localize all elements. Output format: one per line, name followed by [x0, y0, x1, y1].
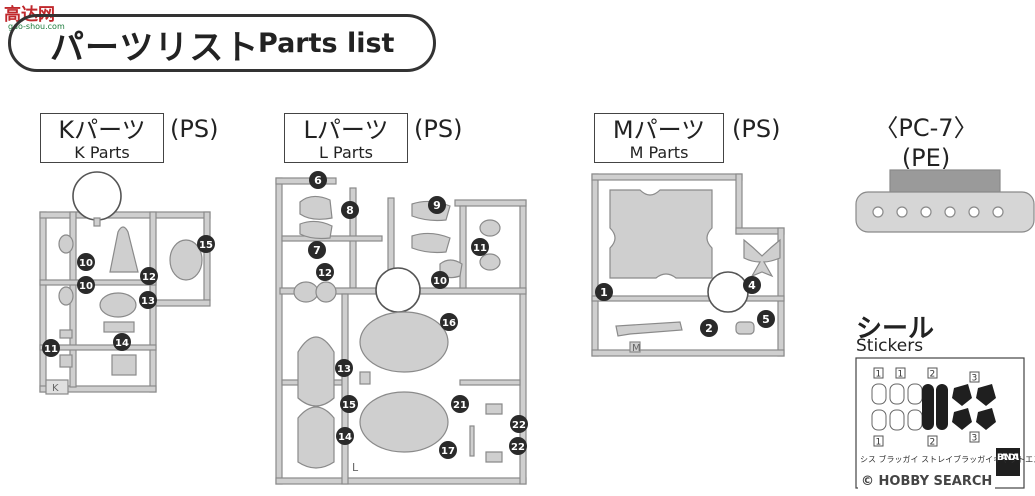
k-parts-label: Kパーツ K Parts	[40, 113, 164, 163]
part-number-label: 22	[512, 420, 526, 431]
m-runner	[591, 173, 785, 357]
page-title-jp: パーツリスト	[50, 28, 260, 68]
part-number-badge	[77, 253, 95, 271]
part-number-label: 13	[337, 364, 351, 375]
k-parts-name-jp: Kパーツ	[58, 116, 146, 144]
part-number-label: 16	[442, 318, 456, 329]
sticker-box-num: 2	[930, 370, 936, 380]
l-runner-letter: L	[352, 461, 359, 474]
part-number-label: 15	[342, 400, 356, 411]
part-number-badge	[510, 415, 528, 433]
k-runner	[39, 171, 211, 395]
part-number-badge	[309, 171, 327, 189]
part-number-label: 4	[748, 279, 756, 292]
part-number-badge	[439, 441, 457, 459]
part-number-badge	[595, 283, 613, 301]
sticker-box-num: 1	[876, 370, 882, 380]
sticker-box-num: 1	[876, 438, 882, 448]
m-parts-material: (PS)	[732, 115, 781, 143]
part-number-label: 14	[338, 432, 352, 443]
sticker-box-num: 3	[972, 434, 978, 444]
m-parts-label: Mパーツ M Parts	[594, 113, 724, 163]
part-number-badge	[440, 313, 458, 331]
sticker-sheet	[855, 357, 1025, 489]
part-number-label: 9	[433, 199, 441, 212]
stickers-name-en: Stickers	[856, 336, 924, 356]
part-number-badge	[340, 395, 358, 413]
watermark-hobbysearch-text: HOBBY SEARCH	[878, 474, 993, 489]
part-number-badge	[42, 339, 60, 357]
l-parts-material: (PS)	[414, 115, 463, 143]
part-number-label: 11	[44, 344, 58, 355]
part-number-badge	[431, 271, 449, 289]
part-number-badge	[113, 333, 131, 351]
sticker-bottom-text: シス ブラッガイ ストレイブラッガイキャットエス	[860, 454, 1035, 464]
page-title-en: Parts list	[258, 28, 395, 59]
part-number-badge	[308, 241, 326, 259]
part-number-badge	[743, 276, 761, 294]
watermark-hobbysearch: © HOBBY SEARCH	[858, 474, 996, 489]
part-number-label: 10	[79, 258, 93, 269]
part-number-badge	[341, 201, 359, 219]
pc7-material: (PE)	[901, 144, 951, 172]
part-number-badge	[336, 427, 354, 445]
part-number-label: 10	[79, 281, 93, 292]
part-number-label: 17	[441, 446, 455, 457]
sticker-brand: BAN DAI	[997, 453, 1019, 463]
part-number-badge	[77, 276, 95, 294]
part-number-label: 11	[473, 243, 487, 254]
part-number-label: 12	[142, 272, 156, 283]
title-frame	[8, 14, 436, 72]
l-parts-label: Lパーツ L Parts	[284, 113, 408, 163]
stickers-name-jp: シール	[856, 314, 935, 344]
part-number-badge	[139, 291, 157, 309]
part-number-label: 21	[453, 400, 467, 411]
m-parts-name-jp: Mパーツ	[612, 116, 706, 144]
part-number-badge	[428, 196, 446, 214]
pc7-name: 〈PC-7〉	[874, 114, 978, 142]
k-parts-material: (PS)	[170, 115, 219, 143]
k-runner-letter: K	[52, 383, 59, 394]
l-runner	[275, 177, 527, 485]
l-parts-name-en: L Parts	[319, 143, 373, 162]
part-number-label: 6	[314, 174, 322, 187]
part-number-label: 7	[313, 244, 321, 257]
part-number-label: 13	[141, 296, 155, 307]
part-number-label: 22	[511, 442, 525, 453]
part-number-label: 14	[115, 338, 129, 349]
m-runner-letter: M	[632, 343, 641, 354]
part-number-label: 8	[346, 204, 354, 217]
pc7-runner	[855, 169, 1035, 233]
sticker-box-num: 2	[930, 438, 936, 448]
part-number-label: 1	[600, 286, 608, 299]
sticker-box-num: 3	[972, 374, 978, 384]
part-number-label: 5	[762, 313, 770, 326]
part-number-badge	[316, 263, 334, 281]
part-number-badge	[140, 267, 158, 285]
pc7-label: 〈PC-7〉 (PE)	[866, 113, 986, 173]
part-number-badge	[335, 359, 353, 377]
part-number-badge	[509, 437, 527, 455]
part-number-label: 10	[433, 276, 447, 287]
part-number-label: 15	[199, 240, 213, 251]
part-number-badge	[451, 395, 469, 413]
part-number-label: 2	[705, 322, 713, 335]
part-number-badge	[757, 310, 775, 328]
part-number-badge	[471, 238, 489, 256]
m-parts-name-en: M Parts	[629, 143, 689, 162]
sticker-box-num: 1	[898, 370, 904, 380]
part-number-badge	[197, 235, 215, 253]
sticker-number-boxes: 1 1 2 3 1 2 3	[873, 367, 980, 448]
k-parts-name-en: K Parts	[74, 143, 130, 162]
watermark-copyright: ©	[861, 474, 874, 489]
part-number-label: 12	[318, 268, 332, 279]
part-number-badge	[700, 319, 718, 337]
l-parts-name-jp: Lパーツ	[303, 116, 389, 144]
